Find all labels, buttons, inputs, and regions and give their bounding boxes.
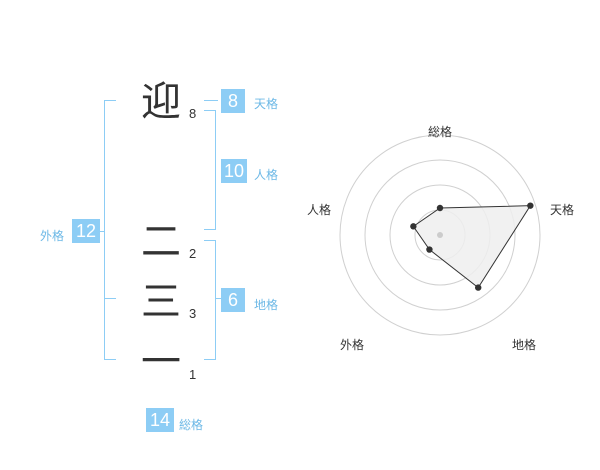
chikaku-bracket-connector (216, 298, 222, 299)
gaikaku-label: 外格 (40, 229, 65, 243)
jinkaku-badge: 10 (221, 159, 247, 183)
name-char-2: 二 (141, 219, 181, 265)
stroke-count-3: 3 (189, 306, 197, 321)
radar-label-jinkaku: 人格 (307, 203, 332, 217)
name-char-4: 一 (141, 339, 181, 385)
radar-label-soukaku: 総格 (428, 125, 453, 139)
name-char-1: 迎 (141, 79, 181, 125)
chikaku-badge: 6 (221, 288, 245, 312)
radar-point-4 (426, 246, 433, 253)
soukaku-badge: 14 (146, 408, 174, 432)
radar-point-2 (527, 202, 534, 209)
stroke-count-1: 8 (189, 106, 197, 121)
radar-point-1 (436, 204, 444, 212)
jinkaku-label: 人格 (254, 168, 279, 182)
radar-ring (339, 134, 541, 336)
radar-series-polygon (412, 205, 532, 289)
gaikaku-bracket-tick (104, 298, 116, 299)
name-char-3: 三 (141, 279, 181, 325)
gaikaku-bracket-connector (98, 231, 104, 232)
chikaku-bracket (204, 240, 216, 360)
radar-point-3 (475, 284, 482, 291)
radar-label-chikaku: 地格 (512, 338, 537, 352)
radar-point-5 (410, 223, 417, 230)
stroke-count-4: 1 (189, 367, 197, 382)
radar-label-gaikaku: 外格 (340, 338, 365, 352)
gaikaku-badge: 12 (72, 219, 100, 243)
soukaku-label: 総格 (179, 418, 204, 432)
tenkaku-label: 天格 (254, 97, 279, 111)
radar-ring (364, 159, 516, 311)
radar-label-tenkaku: 天格 (550, 203, 575, 217)
jinkaku-bracket (204, 110, 216, 230)
chikaku-label: 地格 (254, 298, 279, 312)
radar-center (437, 232, 443, 238)
stroke-count-2: 2 (189, 246, 197, 261)
tenkaku-bracket (204, 100, 218, 101)
gaikaku-bracket (104, 100, 116, 360)
tenkaku-badge: 8 (221, 89, 245, 113)
